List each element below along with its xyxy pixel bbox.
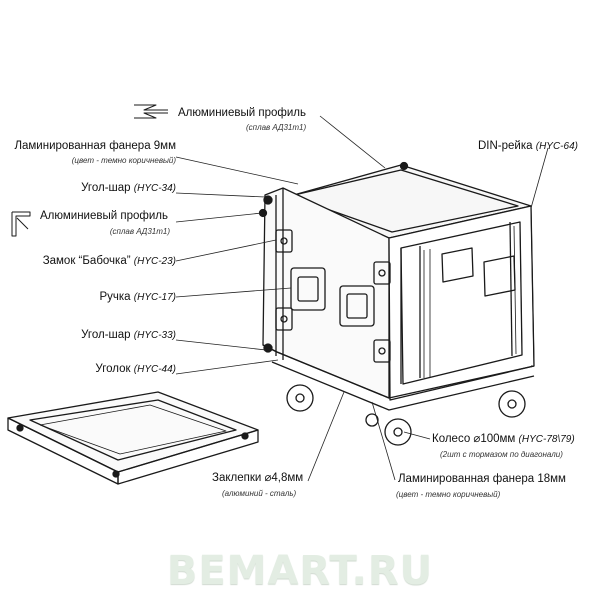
corner-ball-33-name: Угол-шар [81, 329, 131, 341]
leader-rivets [307, 391, 345, 482]
label-profile-side: Алюминиевый профиль [40, 210, 168, 223]
handle-name: Ручка [99, 291, 131, 303]
aluminum-profile-icon-top [134, 104, 168, 119]
label-profile-top: Алюминиевый профиль [178, 107, 306, 120]
butterfly-lock-code: (HYC-23) [133, 256, 176, 267]
label-handle: Ручка (HYC-17) [99, 291, 176, 304]
leader-wheel [403, 431, 431, 440]
leader-corner-44 [175, 359, 279, 375]
butterfly-lock-left-top [275, 229, 293, 253]
rivets-note: (алюминий - сталь) [222, 489, 297, 498]
label-corner-ball-33: Угол-шар (HYC-33) [81, 329, 176, 342]
wheel-code: (HYC-78\79) [518, 434, 575, 445]
rack-rail-left [423, 249, 431, 378]
din-rail-name: DIN-рейка [478, 140, 533, 152]
leader-din-rail [530, 147, 549, 209]
leader-handle [175, 287, 292, 298]
wheel-note: (2шт с тормазом по диагонали) [440, 450, 563, 459]
leader-profile-side [175, 212, 263, 223]
leader-plywood-18 [371, 401, 396, 481]
profile-top-name: Алюминиевый профиль [178, 107, 306, 119]
note-profile-top: (сплав АД31т1) [246, 124, 306, 132]
lid-frame [7, 391, 259, 485]
corner-ball-top-right [399, 161, 409, 171]
note-plywood-18: (цвет - темно коричневый) [396, 491, 500, 499]
plywood-18-name: Ламинированная фанера 18мм [398, 473, 566, 485]
plywood-9-note: (цвет - темно коричневый) [71, 156, 176, 165]
label-rivets: Заклепки ⌀4,8мм [212, 472, 304, 485]
handle-side [339, 285, 375, 327]
leader-corner-ball-33 [175, 339, 267, 351]
leader-profile-top [319, 115, 386, 169]
butterfly-lock-right-bottom [373, 339, 391, 363]
butterfly-lock-name: Замок “Бабочка” [42, 255, 131, 267]
label-corner-44: Уголок (HYC-44) [95, 363, 176, 376]
aluminum-profile-icon-side [11, 211, 31, 237]
din-rail-code: (HYC-64) [535, 141, 578, 152]
note-plywood-9: (цвет - темно коричневый) [72, 157, 176, 165]
watermark-logo: BEMART.RU [166, 548, 434, 594]
note-profile-side: (сплав АД31т1) [110, 228, 170, 236]
wheel-rear-left [384, 418, 412, 446]
corner-ball-34-name: Угол-шар [81, 182, 131, 194]
label-wheel: Колесо ⌀100мм (HYC-78\79) [432, 433, 575, 446]
butterfly-lock-left-bottom [275, 307, 293, 331]
label-corner-ball-34: Угол-шар (HYC-34) [81, 182, 176, 195]
handle-code: (HYC-17) [133, 292, 176, 303]
corner-44-name: Уголок [95, 363, 131, 375]
note-rivets: (алюминий - сталь) [222, 490, 296, 498]
corner-ball-33-code: (HYC-33) [133, 330, 176, 341]
corner-ball-bottom-left [263, 343, 273, 353]
note-wheel: (2шт с тормазом по диагонали) [440, 451, 563, 459]
leader-plywood-9 [175, 156, 299, 185]
profile-side-note: (сплав АД31т1) [109, 227, 170, 236]
label-plywood-18: Ламинированная фанера 18мм [398, 473, 566, 486]
profile-top-note: (сплав АД31т1) [246, 123, 307, 132]
wheel-front-left [286, 384, 314, 412]
rivets-name: Заклепки ⌀4,8мм [212, 472, 304, 484]
leader-corner-ball-34 [175, 192, 266, 198]
leader-butterfly-lock [175, 239, 277, 262]
corner-44-code: (HYC-44) [133, 364, 176, 375]
butterfly-lock-right-top [373, 261, 391, 285]
wheel-front-right [365, 413, 379, 427]
wheel-rear-right [498, 390, 526, 418]
plywood-18-note: (цвет - темно коричневый) [396, 490, 501, 499]
profile-side-name: Алюминиевый профиль [40, 210, 168, 222]
plywood-9-name: Ламинированная фанера 9мм [14, 140, 176, 152]
wheel-name: Колесо ⌀100мм [432, 433, 516, 445]
label-butterfly-lock: Замок “Бабочка” (HYC-23) [42, 255, 176, 268]
label-din-rail: DIN-рейка (HYC-64) [478, 140, 578, 153]
handle-front [290, 267, 326, 311]
rack-rail-right [513, 224, 523, 355]
label-plywood-9: Ламинированная фанера 9мм [14, 140, 176, 153]
corner-ball-34-code: (HYC-34) [133, 183, 176, 194]
